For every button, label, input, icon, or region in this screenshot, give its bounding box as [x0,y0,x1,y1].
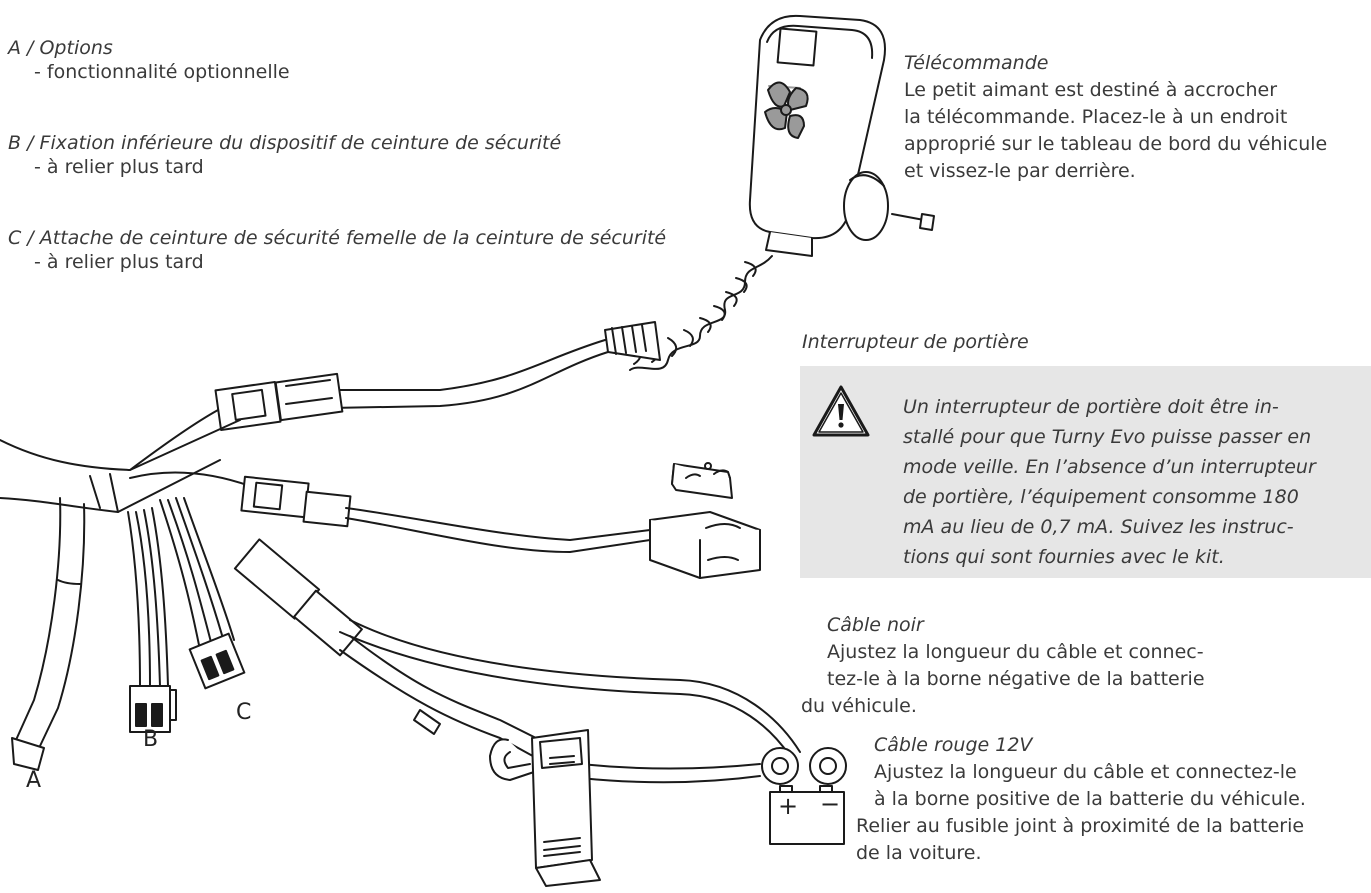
warning-line: Un interrupteur de portière doit être in… [903,396,1279,418]
warning-line: stallé pour que Turny Evo puisse passer … [903,426,1312,448]
warning-line: de portière, l’équipement consomme 180 [903,486,1299,508]
door-switch-connector [240,475,651,553]
door-switch-magnet [671,462,733,499]
warning-icon [812,385,870,437]
power-cables [233,538,847,785]
remote-connector [214,372,344,431]
red-cable-line: Relier au fusible joint à proximité de l… [856,815,1305,837]
magnet-and-screw [843,171,935,241]
connector-b [129,685,177,733]
remote-cable [329,339,609,409]
red-cable-note: Câble rouge 12V Ajustez la longueur du c… [856,732,1306,867]
remote-line: la télécommande. Placez-le à un endroit [904,106,1288,128]
door-switch-title: Interrupteur de portière [802,331,1029,353]
red-cable-line: de la voiture. [856,842,982,864]
remote-control [748,14,886,257]
warning-line: mA au lieu de 0,7 mA. Suivez les instruc… [903,516,1294,538]
battery-minus-label: − [820,790,841,818]
connector-b-wires [127,507,169,687]
remote-line: Le petit aimant est destiné à accrocher [904,79,1278,101]
legend-b-title: B / Fixation inférieure du dispositif de… [8,132,562,154]
label-a: A [26,768,42,793]
label-b: B [143,727,159,752]
black-cable-note: Câble noir Ajustez la longueur du câble … [801,612,1205,720]
connector-c [188,632,246,690]
label-c: C [236,700,252,725]
remote-line: approprié sur le tableau de bord du véhi… [904,133,1328,155]
warning-text: Un interrupteur de portière doit être in… [903,392,1363,572]
red-cable-line: Ajustez la longueur du câble et connecte… [874,761,1297,783]
connector-c-wires [159,497,235,651]
black-cable-line: Ajustez la longueur du câble et connec- [827,641,1204,663]
legend-b: B / Fixation inférieure du dispositif de… [8,131,561,179]
black-cable-line: du véhicule. [801,695,917,717]
coiled-cord [604,255,773,371]
main-harness [0,409,251,513]
remote-buttons [764,81,809,139]
door-switch-warning-box: Un interrupteur de portière doit être in… [800,366,1371,578]
warning-line: tions qui sont fournies avec le kit. [903,546,1225,568]
battery-icon [769,785,845,845]
remote-title: Télécommande [904,52,1049,74]
legend-c: C / Attache de ceinture de sécurité feme… [8,226,666,274]
fuse-holder [489,729,601,887]
black-cable-title: Câble noir [827,614,924,636]
remote-note: Télécommande Le petit aimant est destiné… [904,50,1327,185]
black-cable-line: tez-le à la borne négative de la batteri… [827,668,1205,690]
warning-line: mode veille. En l’absence d’un interrupt… [903,456,1316,478]
red-cable-title: Câble rouge 12V [874,734,1033,756]
option-cable-a [11,497,86,771]
legend-a: A / Options - fonctionnalité optionnelle [8,36,290,84]
battery-plus-label: + [778,792,799,820]
legend-b-sub: - à relier plus tard [34,156,204,178]
legend-a-sub: - fonctionnalité optionnelle [34,61,290,83]
legend-a-title: A / Options [8,37,113,59]
remote-line: et vissez-le par derrière. [904,160,1136,182]
legend-c-title: C / Attache de ceinture de sécurité feme… [8,227,667,249]
legend-c-sub: - à relier plus tard [34,251,204,273]
red-cable-line: à la borne positive de la batterie du vé… [874,788,1306,810]
door-switch-body [649,511,761,579]
